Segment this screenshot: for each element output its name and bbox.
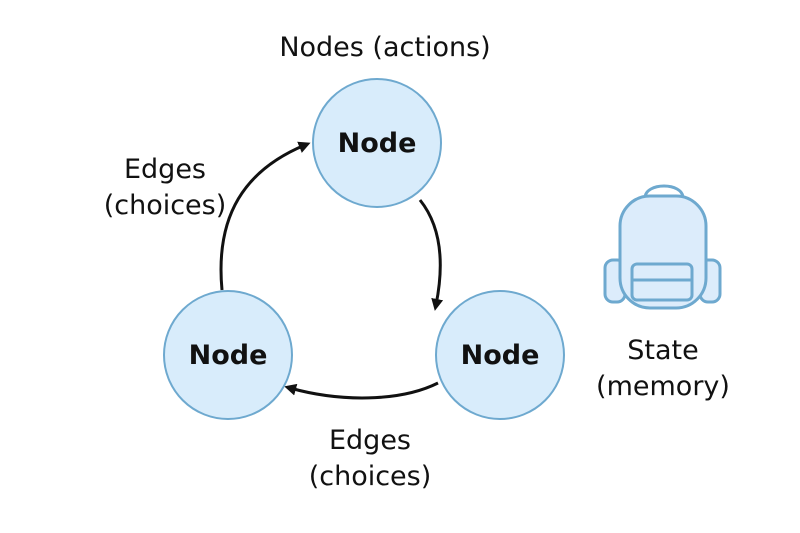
edge-arrow-right xyxy=(418,199,444,311)
node-top[interactable]: Node xyxy=(312,78,442,208)
edge-label-left: Edges (choices) xyxy=(80,152,250,224)
edge-label-line1: Edges xyxy=(328,425,411,456)
edge-label-line2: (choices) xyxy=(103,190,227,221)
node-bottom-left[interactable]: Node xyxy=(163,290,293,420)
state-label-line2: (memory) xyxy=(596,371,730,402)
state-label: State (memory) xyxy=(583,333,743,405)
edge-arrow-left xyxy=(219,141,311,291)
edge-arrow-bottom xyxy=(284,381,439,400)
state-label-line1: State xyxy=(627,335,699,366)
page-title: Nodes (actions) xyxy=(279,32,491,63)
backpack-icon xyxy=(603,184,722,310)
node-label: Node xyxy=(460,339,540,371)
edge-label-line1: Edges xyxy=(123,154,206,185)
edge-label-line2: (choices) xyxy=(308,461,432,492)
node-label: Node xyxy=(188,339,268,371)
node-bottom-right[interactable]: Node xyxy=(435,290,565,420)
node-label: Node xyxy=(337,127,417,159)
edge-label-bottom: Edges (choices) xyxy=(285,423,455,495)
